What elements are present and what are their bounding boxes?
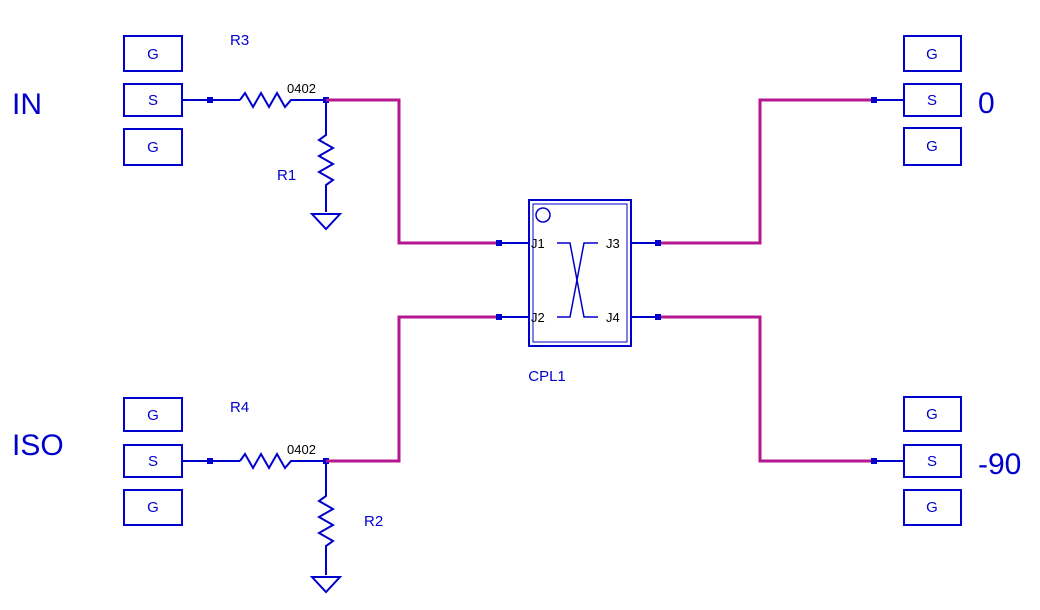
ground-symbol-r1 [309, 213, 343, 231]
svg-text:G: G [926, 46, 938, 63]
port-iso-label: ISO [12, 429, 64, 462]
svg-text:G: G [926, 138, 938, 155]
resistor-r2[interactable]: R2 [316, 461, 383, 575]
r1-refdes: R1 [277, 167, 296, 184]
coupler-pin-j3: J3 [606, 236, 620, 251]
coupler-body-inner [532, 203, 628, 343]
port-in-pad-g-bottom[interactable]: G [123, 128, 183, 166]
port-out0-pad-g-bottom[interactable]: G [903, 127, 962, 166]
port-out0-pad-s[interactable]: S [903, 83, 962, 117]
port-iso-pad-g-top[interactable]: G [123, 397, 183, 432]
j2-dot [496, 314, 502, 320]
coupler-refdes: CPL1 [528, 368, 566, 385]
port-out90-pad-g-bottom[interactable]: G [903, 489, 962, 526]
out0-dot [871, 97, 877, 103]
r2-refdes: R2 [364, 513, 383, 530]
r4-package: 0402 [287, 442, 316, 457]
ground-symbol-r2 [309, 576, 343, 594]
svg-text:G: G [147, 46, 159, 63]
r3-package: 0402 [287, 81, 316, 96]
svg-text:G: G [926, 406, 938, 423]
trace-in-to-j1 [326, 98, 499, 245]
port-in-pad-g-top[interactable]: G [123, 35, 183, 72]
coupler-pin-j1: J1 [531, 236, 545, 251]
trace-j4-to-out90 [661, 315, 874, 463]
port-out0-pad-g-top[interactable]: G [903, 35, 962, 72]
port-in-pad-s[interactable]: S [123, 83, 183, 117]
iso-junction-dot [207, 458, 213, 464]
r3-refdes: R3 [230, 32, 249, 49]
port-out90: G S G -90 [903, 396, 1021, 526]
port-in-label: IN [12, 88, 42, 121]
coupler-cpl1[interactable]: J1 J2 J3 J4 CPL1 [528, 199, 632, 385]
resistor-r1[interactable]: R1 [277, 100, 336, 212]
trace-iso-to-j2 [326, 315, 499, 463]
resistor-r4[interactable]: R4 0402 [230, 399, 326, 471]
out90-dot [871, 458, 877, 464]
port-iso-pad-g-bottom[interactable]: G [123, 489, 183, 526]
coupler-pin-j2: J2 [531, 310, 545, 325]
svg-text:S: S [927, 453, 937, 470]
pin1-indicator-icon [535, 207, 551, 223]
port-iso: ISO G S G [12, 397, 183, 526]
j3-dot [655, 240, 661, 246]
port-in: IN G S G [12, 35, 183, 166]
trace-j3-to-out0 [661, 98, 874, 245]
svg-text:G: G [147, 499, 159, 516]
port-out0-label: 0 [978, 87, 995, 120]
port-out90-pad-g-top[interactable]: G [903, 396, 962, 432]
svg-text:S: S [148, 453, 158, 470]
coupler-crossover-b [557, 242, 598, 318]
coupler-pin-j4: J4 [606, 310, 620, 325]
port-out90-pad-s[interactable]: S [903, 444, 962, 478]
r4-refdes: R4 [230, 399, 249, 416]
svg-text:G: G [147, 139, 159, 156]
svg-text:G: G [147, 407, 159, 424]
j4-dot [655, 314, 661, 320]
svg-text:G: G [926, 499, 938, 516]
resistor-r3[interactable]: R3 0402 [230, 32, 326, 110]
port-out0: G S G 0 [903, 35, 995, 166]
svg-text:S: S [927, 92, 937, 109]
coupler-body-outer [528, 199, 632, 347]
in-junction-dot [207, 97, 213, 103]
port-out90-label: -90 [978, 448, 1021, 481]
port-iso-pad-s[interactable]: S [123, 444, 183, 478]
j1-dot [496, 240, 502, 246]
svg-text:S: S [148, 92, 158, 109]
